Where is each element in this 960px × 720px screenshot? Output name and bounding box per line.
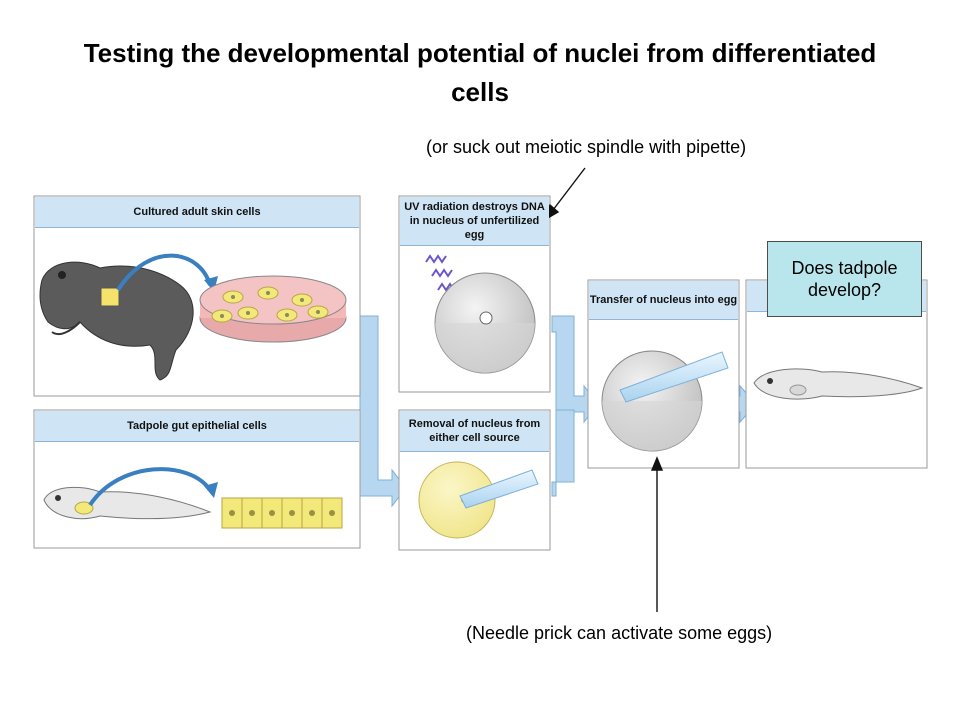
adult-frog-illustration [39,253,218,381]
gut-cells-header: Tadpole gut epithelial cells [35,411,359,442]
skin-cells-header: Cultured adult skin cells [35,197,359,228]
needle-note: (Needle prick can activate some eggs) [466,623,773,643]
tadpole-illustration-1 [43,467,218,520]
petri-dish-illustration [199,275,347,343]
transfer-header: Transfer of nucleus into egg [589,281,738,320]
spindle-note: (or suck out meiotic spindle with pipett… [426,137,747,157]
question-box: Does tadpole develop? [767,241,922,317]
uv-header: UV radiation destroys DNA in nucleus of … [400,197,549,246]
diagram-title: Testing the developmental potential of n… [83,38,877,107]
nucleus-removal-illustration [418,461,539,539]
removal-header: Removal of nucleus from either cell sour… [400,411,549,452]
tadpole-illustration-2 [753,368,924,400]
uv-egg-illustration [425,254,536,374]
nucleus-transfer-illustration [601,350,729,452]
epithelial-cells-illustration [221,497,343,529]
